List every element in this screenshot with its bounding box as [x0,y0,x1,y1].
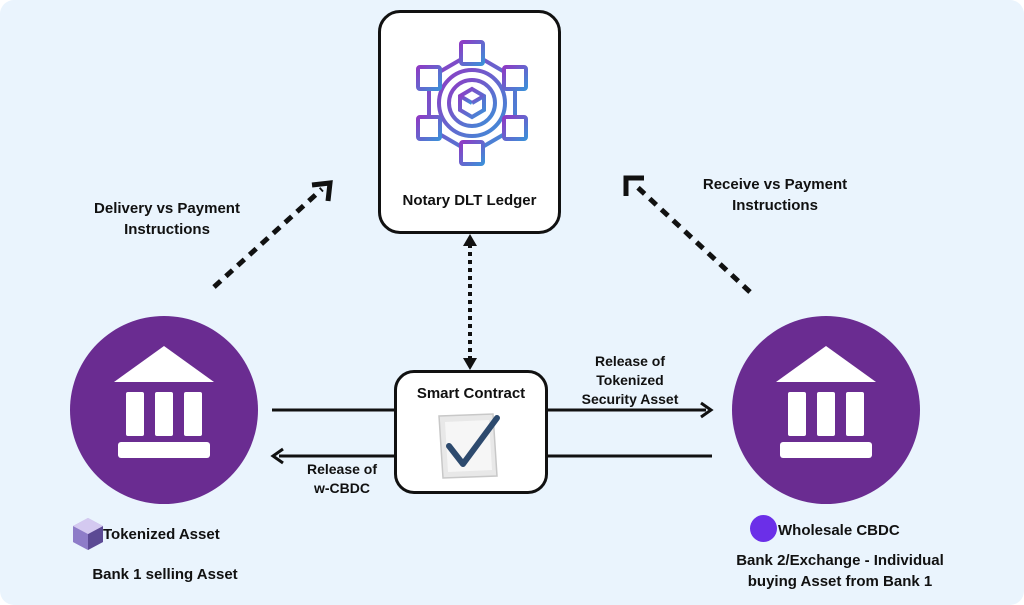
ledger-link-arrowhead-up [463,234,477,246]
bank2-circle [732,316,920,504]
delivery-vs-payment-label: Delivery vs Payment Instructions [82,198,252,240]
checkmark-document-icon [438,413,500,479]
receive-vs-payment-arrow [632,182,752,294]
coin-dot-icon [750,515,777,542]
contract-to-bank2-arrowhead [700,401,714,419]
receive-vs-payment-label: Receive vs Payment Instructions [690,174,860,216]
release-security-line3: Security Asset [581,391,679,407]
blockchain-network-icon [416,40,528,166]
ledger-title: Notary DLT Ledger [402,192,537,209]
tokenized-asset-label: Tokenized Asset [103,526,220,543]
release-security-line1: Release of [594,353,666,369]
ledger-link-arrowhead-down [463,358,477,370]
receive-vs-payment-arrowhead [623,175,644,196]
bank1-circle [70,316,258,504]
bank2-caption-line2: buying Asset from Bank 1 [747,573,933,590]
release-cbdc-line1: Release of [306,461,378,477]
release-cbdc-label: Release of w-CBDC [292,460,392,498]
receive-vs-payment-line1: Receive vs Payment [702,176,848,193]
wholesale-cbdc-label: Wholesale CBDC [778,522,900,539]
contract-to-bank1-arrowhead [270,447,284,465]
ledger-box: Notary DLT Ledger [378,10,561,234]
smart-contract-box: Smart Contract [394,370,548,494]
bank1-caption: Bank 1 selling Asset [92,566,238,583]
smart-contract-title: Smart Contract [416,385,526,402]
delivery-vs-payment-line1: Delivery vs Payment [94,200,240,217]
bank-building-icon [776,346,876,458]
bank2-caption-line1: Bank 2/Exchange - Individual [736,552,944,569]
bank-building-icon [114,346,214,458]
release-security-label: Release of Tokenized Security Asset [565,352,695,409]
delivery-vs-payment-line2: Instructions [124,221,210,238]
receive-vs-payment-line2: Instructions [732,197,818,214]
bank2-caption: Bank 2/Exchange - Individual buying Asse… [725,550,955,592]
release-cbdc-line2: w-CBDC [314,480,370,496]
delivery-vs-payment-arrow [212,187,324,289]
cube-icon [73,518,103,550]
release-security-line2: Tokenized [596,372,664,388]
delivery-vs-payment-arrowhead [311,180,333,202]
